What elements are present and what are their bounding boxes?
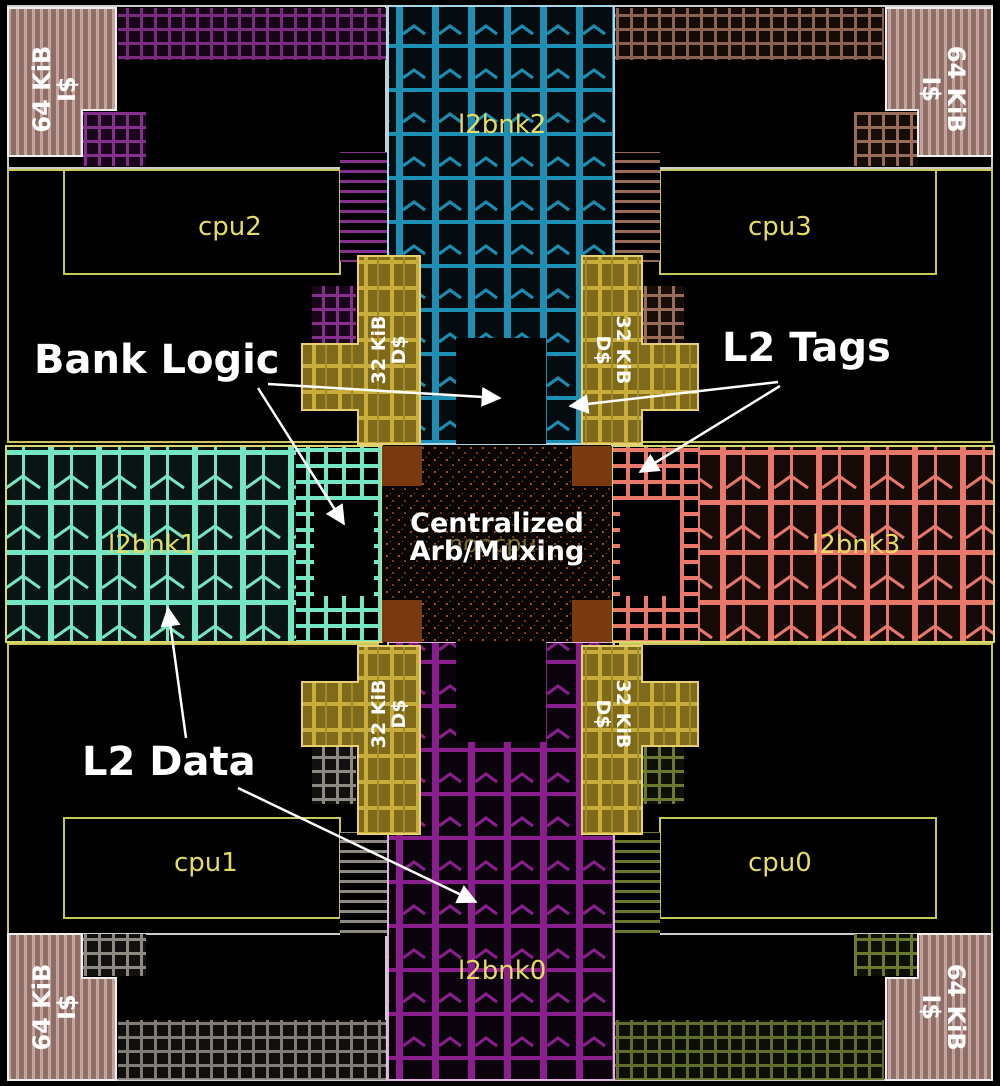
centralized-line2: Arb/Muxing [392,538,602,566]
bank-logic-annotation: Bank Logic [34,340,280,380]
dcache-label-bottom-right: 32 KiB D$ [592,654,632,774]
l2-tags-annotation: L2 Tags [722,328,891,368]
icache-name: I$ [55,34,80,144]
icache-size: 64 KiB [943,34,968,144]
icache-label-bottom-left: 64 KiB I$ [30,952,80,1062]
icache-name: I$ [55,952,80,1062]
dcache-size: 32 KiB [612,654,632,774]
icache-name: I$ [918,952,943,1062]
cpu0-label: cpu0 [748,850,812,876]
centralized-line1: Centralized [392,510,602,538]
cpu2-label: cpu2 [198,214,262,240]
icache-label-bottom-right: 64 KiB I$ [918,952,968,1062]
icache-label-top-right: 64 KiB I$ [918,34,968,144]
dcache-name: D$ [592,654,612,774]
icache-size: 64 KiB [30,952,55,1062]
cpu3-label: cpu3 [748,214,812,240]
dcache-name: D$ [592,290,612,410]
dcache-label-bottom-left: 32 KiB D$ [370,654,410,774]
dcache-name: D$ [390,654,410,774]
dcache-name: D$ [390,290,410,410]
cpu1-label: cpu1 [174,850,238,876]
centralized-arb-label: Centralized Arb/Muxing [392,510,602,567]
icache-name: I$ [918,34,943,144]
dcache-size: 32 KiB [370,290,390,410]
l2bnk2-label: l2bnk2 [458,112,546,138]
icache-size: 64 KiB [30,34,55,144]
dcache-label-top-left: 32 KiB D$ [370,290,410,410]
icache-label-top-left: 64 KiB I$ [30,34,80,144]
dcache-size: 32 KiB [612,290,632,410]
dcache-label-top-right: 32 KiB D$ [592,290,632,410]
l2bnk3-label: l2bnk3 [812,532,900,558]
icache-size: 64 KiB [943,952,968,1062]
l2-data-annotation: L2 Data [82,742,256,782]
l2bnk1-label: l2bnk1 [108,532,196,558]
l2bnk0-label: l2bnk0 [458,958,546,984]
dcache-size: 32 KiB [370,654,390,774]
